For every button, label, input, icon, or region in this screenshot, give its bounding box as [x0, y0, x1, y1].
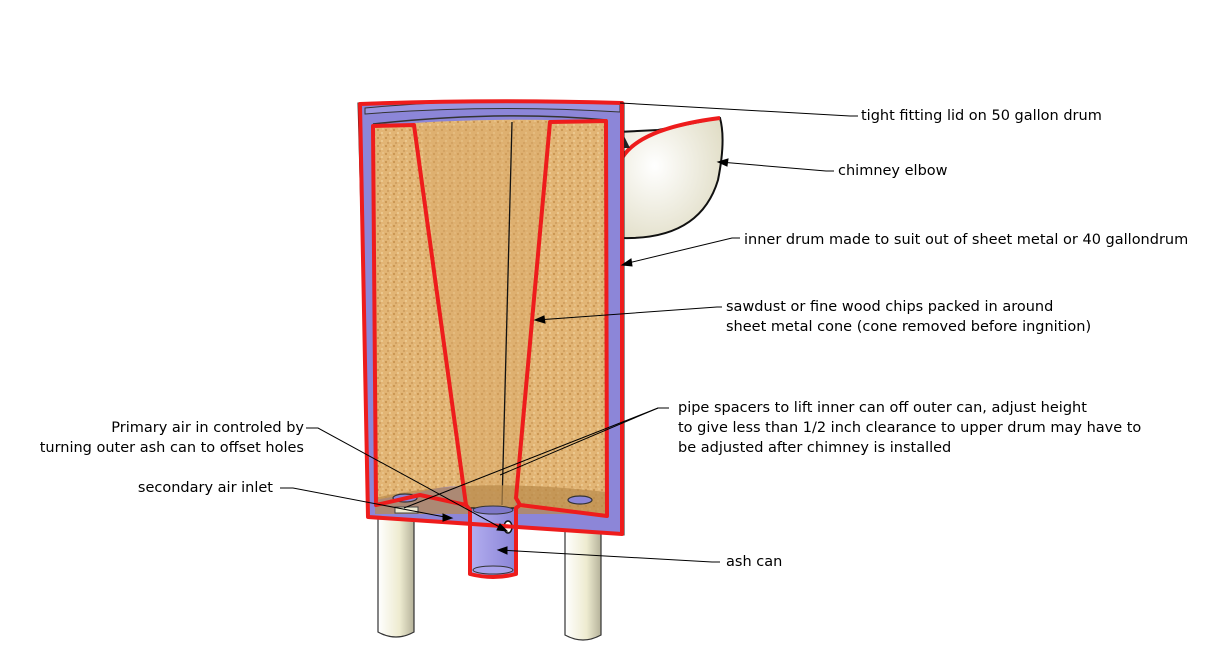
left-leg — [377, 512, 415, 638]
lid-label: tight fitting lid on 50 gallon drum — [861, 108, 1102, 124]
chimney-elbow-shape — [616, 116, 724, 240]
inner-drum-label: inner drum made to suit out of sheet met… — [744, 232, 1189, 248]
primary-air-label: Primary air in controled by turning oute… — [20, 418, 304, 458]
pipe-spacers-label-line-1: pipe spacers to lift inner can off outer… — [678, 400, 1087, 416]
leader-lines — [280, 102, 858, 563]
primary-air-label-line-2: turning outer ash can to offset holes — [39, 440, 304, 456]
sawdust-fill — [373, 119, 606, 514]
pipe-spacers-label-line-3: be adjusted after chimney is installed — [678, 440, 952, 456]
pipe-spacer-legs — [377, 512, 602, 641]
pipe-spacers-label-line-2: to give less than 1/2 inch clearance to … — [678, 420, 1142, 436]
chimney-elbow-label: chimney elbow — [838, 163, 948, 179]
ash-can-label: ash can — [726, 554, 783, 570]
sawdust-label-line-2: sheet metal cone (cone removed before in… — [726, 319, 1092, 335]
primary-air-label-line-1: Primary air in controled by — [111, 420, 304, 436]
ash-can-shape — [469, 505, 517, 578]
pipe-spacers-label: pipe spacers to lift inner can off outer… — [678, 398, 1141, 458]
sawdust-label: sawdust or fine wood chips packed in aro… — [726, 297, 1091, 337]
secondary-air-label: secondary air inlet — [137, 480, 273, 496]
right-leg — [564, 529, 602, 641]
sawdust-label-line-1: sawdust or fine wood chips packed in aro… — [726, 299, 1054, 315]
